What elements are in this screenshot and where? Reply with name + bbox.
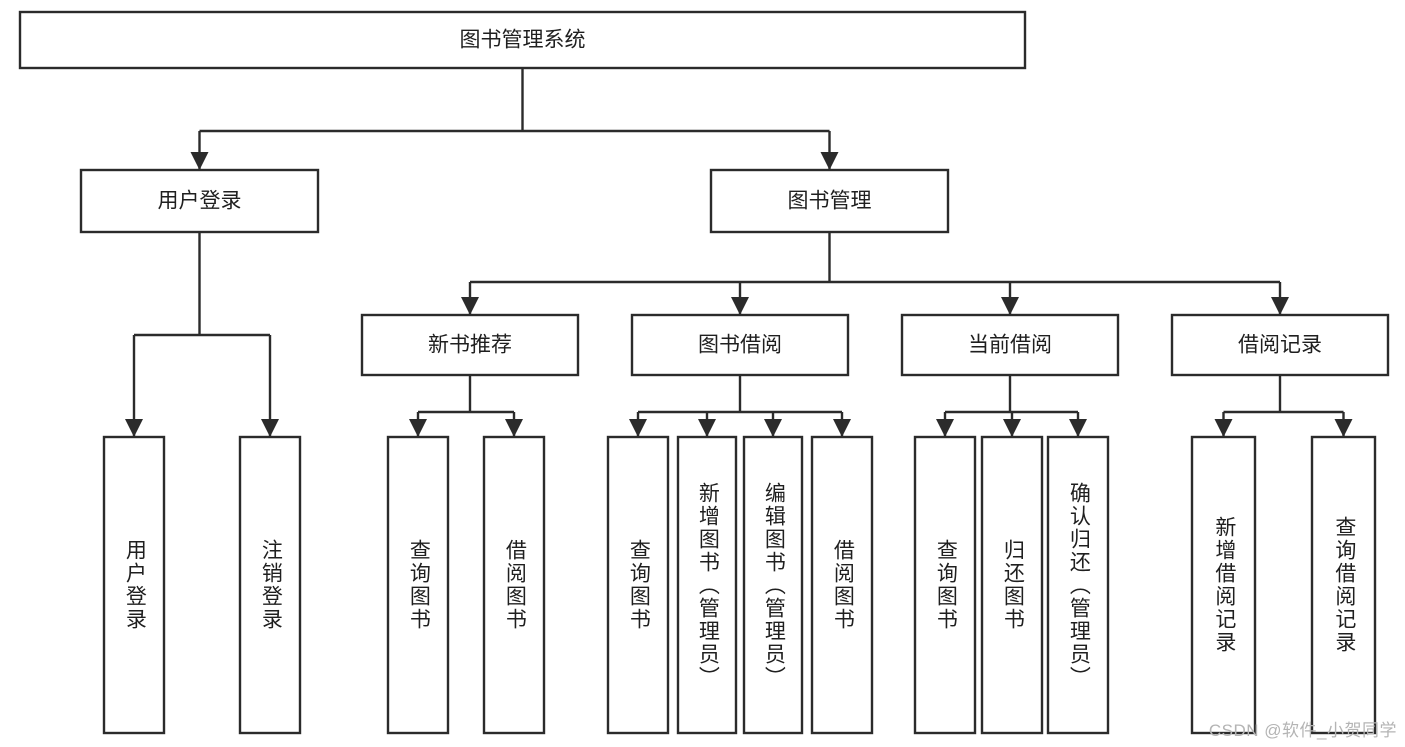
edge-group-book-manage bbox=[461, 232, 1289, 315]
arrow-head-icon bbox=[261, 419, 279, 437]
node-box-book-borrow[interactable] bbox=[630, 313, 850, 377]
node-box-leaf-confirm-return[interactable] bbox=[1046, 435, 1110, 735]
node-box-leaf-query-borrow-record[interactable] bbox=[1310, 435, 1377, 735]
node-new-book-recommend[interactable]: 新书推荐 bbox=[360, 313, 580, 377]
node-box-leaf-query-book-current[interactable] bbox=[913, 435, 977, 735]
node-leaf-borrow-book-rec[interactable] bbox=[482, 435, 546, 735]
node-label-book-borrow: 图书借阅 bbox=[698, 334, 782, 357]
node-box-root[interactable] bbox=[18, 10, 1027, 70]
node-box-leaf-add-borrow-record[interactable] bbox=[1190, 435, 1257, 735]
arrow-head-icon bbox=[936, 419, 954, 437]
node-leaf-edit-book[interactable] bbox=[742, 435, 804, 735]
arrow-head-icon bbox=[1334, 419, 1353, 437]
node-leaf-query-borrow-record[interactable] bbox=[1310, 435, 1377, 735]
node-box-leaf-query-book-borrow[interactable] bbox=[606, 435, 670, 735]
node-label-current-borrow: 当前借阅 bbox=[968, 334, 1052, 357]
watermark-text: CSDN @软件_小贺同学 bbox=[1208, 721, 1397, 740]
arrow-head-icon bbox=[1001, 297, 1019, 315]
arrow-head-icon bbox=[833, 419, 851, 437]
arrow-head-icon bbox=[190, 152, 209, 170]
node-leaf-user-login[interactable] bbox=[102, 435, 166, 735]
node-box-leaf-user-login[interactable] bbox=[102, 435, 166, 735]
node-label-new-book-recommend: 新书推荐 bbox=[428, 334, 512, 357]
edge-group-user-login bbox=[125, 232, 279, 437]
node-leaf-borrow-book[interactable] bbox=[810, 435, 874, 735]
edge-group-new-book-recommend bbox=[409, 375, 523, 437]
edge-group-current-borrow bbox=[936, 375, 1087, 437]
arrow-head-icon bbox=[1069, 419, 1087, 437]
arrow-head-icon bbox=[409, 419, 427, 437]
arrow-head-icon bbox=[698, 419, 716, 437]
edge-group-book-borrow bbox=[629, 375, 851, 437]
arrow-head-icon bbox=[505, 419, 523, 437]
arrow-head-icon bbox=[461, 297, 479, 315]
node-box-leaf-return-book[interactable] bbox=[980, 435, 1044, 735]
arrow-head-icon bbox=[629, 419, 647, 437]
arrow-head-icon bbox=[1214, 419, 1233, 437]
node-box-current-borrow[interactable] bbox=[900, 313, 1120, 377]
node-label-borrow-record: 借阅记录 bbox=[1238, 334, 1322, 357]
node-book-manage[interactable]: 图书管理 bbox=[709, 168, 950, 234]
arrow-head-icon bbox=[820, 152, 839, 170]
node-box-leaf-borrow-book-rec[interactable] bbox=[482, 435, 546, 735]
node-leaf-query-book-rec[interactable] bbox=[386, 435, 450, 735]
arrow-head-icon bbox=[731, 297, 749, 315]
node-box-borrow-record[interactable] bbox=[1170, 313, 1390, 377]
edges-layer bbox=[125, 68, 1353, 437]
node-leaf-query-book-current[interactable] bbox=[913, 435, 977, 735]
edge-group-root bbox=[190, 68, 839, 170]
node-label-user-login: 用户登录 bbox=[158, 190, 242, 213]
node-box-new-book-recommend[interactable] bbox=[360, 313, 580, 377]
arrow-head-icon bbox=[1003, 419, 1021, 437]
node-box-leaf-add-book[interactable] bbox=[676, 435, 738, 735]
node-leaf-add-book[interactable] bbox=[676, 435, 738, 735]
node-leaf-return-book[interactable] bbox=[980, 435, 1044, 735]
node-box-leaf-borrow-book[interactable] bbox=[810, 435, 874, 735]
arrow-head-icon bbox=[125, 419, 143, 437]
node-leaf-user-logout[interactable] bbox=[238, 435, 302, 735]
node-box-user-login[interactable] bbox=[79, 168, 320, 234]
node-box-book-manage[interactable] bbox=[709, 168, 950, 234]
node-borrow-record[interactable]: 借阅记录 bbox=[1170, 313, 1390, 377]
node-book-borrow[interactable]: 图书借阅 bbox=[630, 313, 850, 377]
node-leaf-query-book-borrow[interactable] bbox=[606, 435, 670, 735]
arrow-head-icon bbox=[1271, 297, 1289, 315]
node-box-leaf-query-book-rec[interactable] bbox=[386, 435, 450, 735]
node-user-login[interactable]: 用户登录 bbox=[79, 168, 320, 234]
node-root[interactable]: 图书管理系统 bbox=[18, 10, 1027, 70]
node-box-leaf-edit-book[interactable] bbox=[742, 435, 804, 735]
node-leaf-confirm-return[interactable] bbox=[1046, 435, 1110, 735]
node-label-root: 图书管理系统 bbox=[460, 29, 586, 52]
node-label-book-manage: 图书管理 bbox=[788, 190, 872, 213]
node-current-borrow[interactable]: 当前借阅 bbox=[900, 313, 1120, 377]
node-box-leaf-user-logout[interactable] bbox=[238, 435, 302, 735]
node-leaf-add-borrow-record[interactable] bbox=[1190, 435, 1257, 735]
edge-group-borrow-record bbox=[1214, 375, 1353, 437]
arrow-head-icon bbox=[764, 419, 782, 437]
